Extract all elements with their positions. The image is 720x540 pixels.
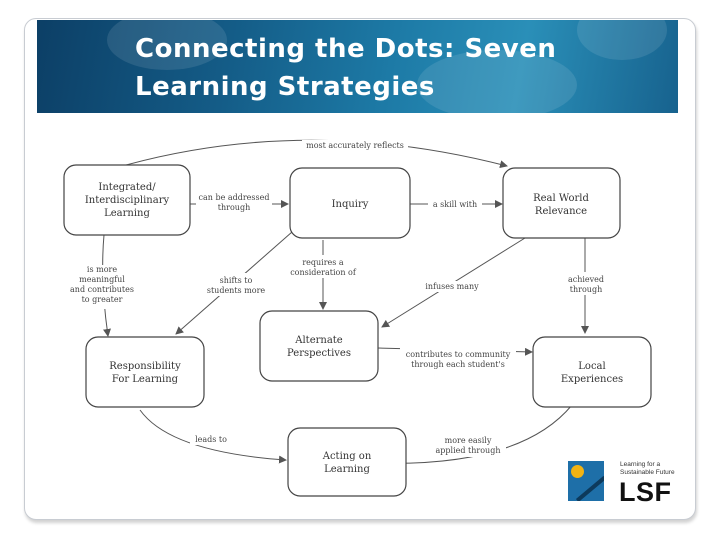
label-most-accurately-reflects: most accurately reflects — [302, 140, 408, 151]
svg-text:a skill with: a skill with — [433, 200, 477, 209]
svg-text:Inquiry: Inquiry — [332, 199, 369, 210]
lsf-tagline: Learning for a Sustainable Future — [620, 461, 684, 477]
label-infuses-many: infuses many — [420, 281, 482, 292]
svg-text:most accurately reflects: most accurately reflects — [306, 141, 404, 150]
node-inquiry: Inquiry — [289, 167, 411, 239]
label-leads-to: leads to — [190, 434, 232, 445]
lsf-logo-mark-icon — [568, 461, 604, 501]
slide-title-line-1: Connecting the Dots: Seven — [135, 34, 557, 64]
title-banner — [37, 20, 678, 113]
lsf-tagline-line-1: Learning for a — [620, 461, 661, 468]
lsf-tagline-line-2: Sustainable Future — [620, 469, 675, 476]
lsf-wordmark: LSF — [619, 477, 672, 507]
slide-title: Connecting the Dots: Seven Learning Stra… — [135, 30, 556, 106]
svg-text:infuses many: infuses many — [425, 282, 479, 291]
label-a-skill-with: a skill with — [428, 199, 482, 210]
slide-title-line-2: Learning Strategies — [135, 72, 435, 102]
lsf-logo: Learning for a Sustainable Future LSF — [568, 458, 682, 508]
svg-text:leads to: leads to — [195, 435, 227, 444]
